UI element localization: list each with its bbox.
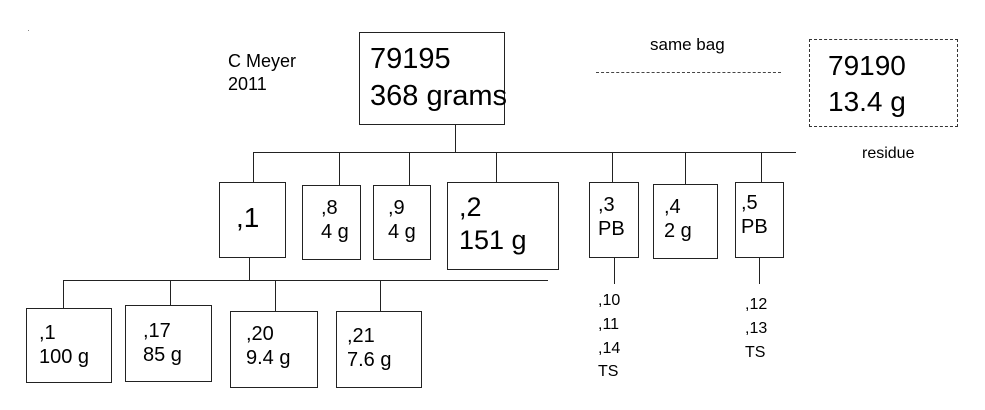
drop-l1-1 xyxy=(339,152,340,185)
author-year: 2011 xyxy=(228,74,267,94)
subsample-id: ,2 xyxy=(459,192,482,222)
child-list-item: ,12 xyxy=(745,296,768,313)
child-list-item: TS xyxy=(745,344,766,361)
subsample-box: ,4 2 g xyxy=(653,184,718,259)
subsample-id: ,4 xyxy=(664,196,681,218)
stem-below-1 xyxy=(249,258,250,280)
child-list-item: ,13 xyxy=(745,320,768,337)
same-bag-connector xyxy=(596,72,781,73)
author-name: C Meyer xyxy=(228,51,297,71)
subsample-weight: 2 g xyxy=(664,220,692,242)
residue-label: residue xyxy=(862,145,915,162)
drop-l2-1 xyxy=(170,280,171,305)
subsample-box: ,8 4 g xyxy=(302,185,361,260)
child-list-item: ,10 xyxy=(598,292,621,309)
root-stem xyxy=(455,125,456,152)
child-list-item: TS xyxy=(598,363,619,380)
subsample-id: ,3 xyxy=(598,194,615,216)
subsample-box: ,17 85 g xyxy=(125,305,212,382)
drop-l1-0 xyxy=(253,152,254,182)
stem-below-3 xyxy=(614,258,615,284)
related-sample-id: 79190 xyxy=(828,50,906,81)
subsample-weight: 100 g xyxy=(39,346,90,368)
drop-l2-3 xyxy=(380,280,381,311)
drop-l1-2 xyxy=(409,152,410,185)
subsample-weight: 151 g xyxy=(459,225,527,255)
subsample-box: ,2 151 g xyxy=(447,182,559,270)
subsample-id: ,1 xyxy=(39,322,56,344)
root-sample-box: 79195 368 grams xyxy=(359,32,508,125)
related-sample-box: 79190 13.4 g xyxy=(809,39,958,127)
drop-l2-0 xyxy=(63,280,64,308)
stem-below-5 xyxy=(759,258,760,284)
subsample-box: ,21 7.6 g xyxy=(336,311,422,388)
subsample-id: ,8 xyxy=(321,197,338,219)
drop-l2-2 xyxy=(275,280,276,311)
subsample-weight: 85 g xyxy=(143,344,182,366)
root-sample-weight: 368 grams xyxy=(370,80,508,112)
subsample-weight: 4 g xyxy=(388,221,416,243)
subsample-id: ,9 xyxy=(388,197,405,219)
drop-l1-5 xyxy=(685,152,686,184)
subsample-box: ,1 100 g xyxy=(26,308,112,383)
subsample-detail: PB xyxy=(741,216,768,238)
subsample-id: ,5 xyxy=(741,192,758,214)
level2-bus xyxy=(63,280,548,281)
drop-l1-6 xyxy=(761,152,762,182)
subsample-box: ,1 xyxy=(219,182,286,258)
child-list-item: ,14 xyxy=(598,340,621,357)
same-bag-label: same bag xyxy=(650,35,725,54)
subsample-weight: 4 g xyxy=(321,221,349,243)
subsample-weight: 9.4 g xyxy=(246,347,291,369)
related-sample-weight: 13.4 g xyxy=(828,86,906,117)
subsample-box: ,9 4 g xyxy=(373,185,431,260)
child-list-item: ,11 xyxy=(598,316,620,333)
subsample-detail: PB xyxy=(598,218,625,240)
subsample-box: ,20 9.4 g xyxy=(230,311,318,388)
root-sample-id: 79195 xyxy=(370,43,451,75)
subsample-weight: 7.6 g xyxy=(347,349,392,371)
subsample-box: ,5 PB xyxy=(735,182,784,258)
subsample-id: ,1 xyxy=(236,202,260,233)
drop-l1-3 xyxy=(496,152,497,182)
drop-l1-4 xyxy=(612,152,613,182)
subsample-box: ,3 PB xyxy=(589,182,639,258)
subsample-id: ,20 xyxy=(246,323,274,345)
level1-bus xyxy=(253,152,796,153)
stray-dot xyxy=(28,30,29,31)
subsample-id: ,17 xyxy=(143,320,171,342)
subsample-id: ,21 xyxy=(347,325,375,347)
